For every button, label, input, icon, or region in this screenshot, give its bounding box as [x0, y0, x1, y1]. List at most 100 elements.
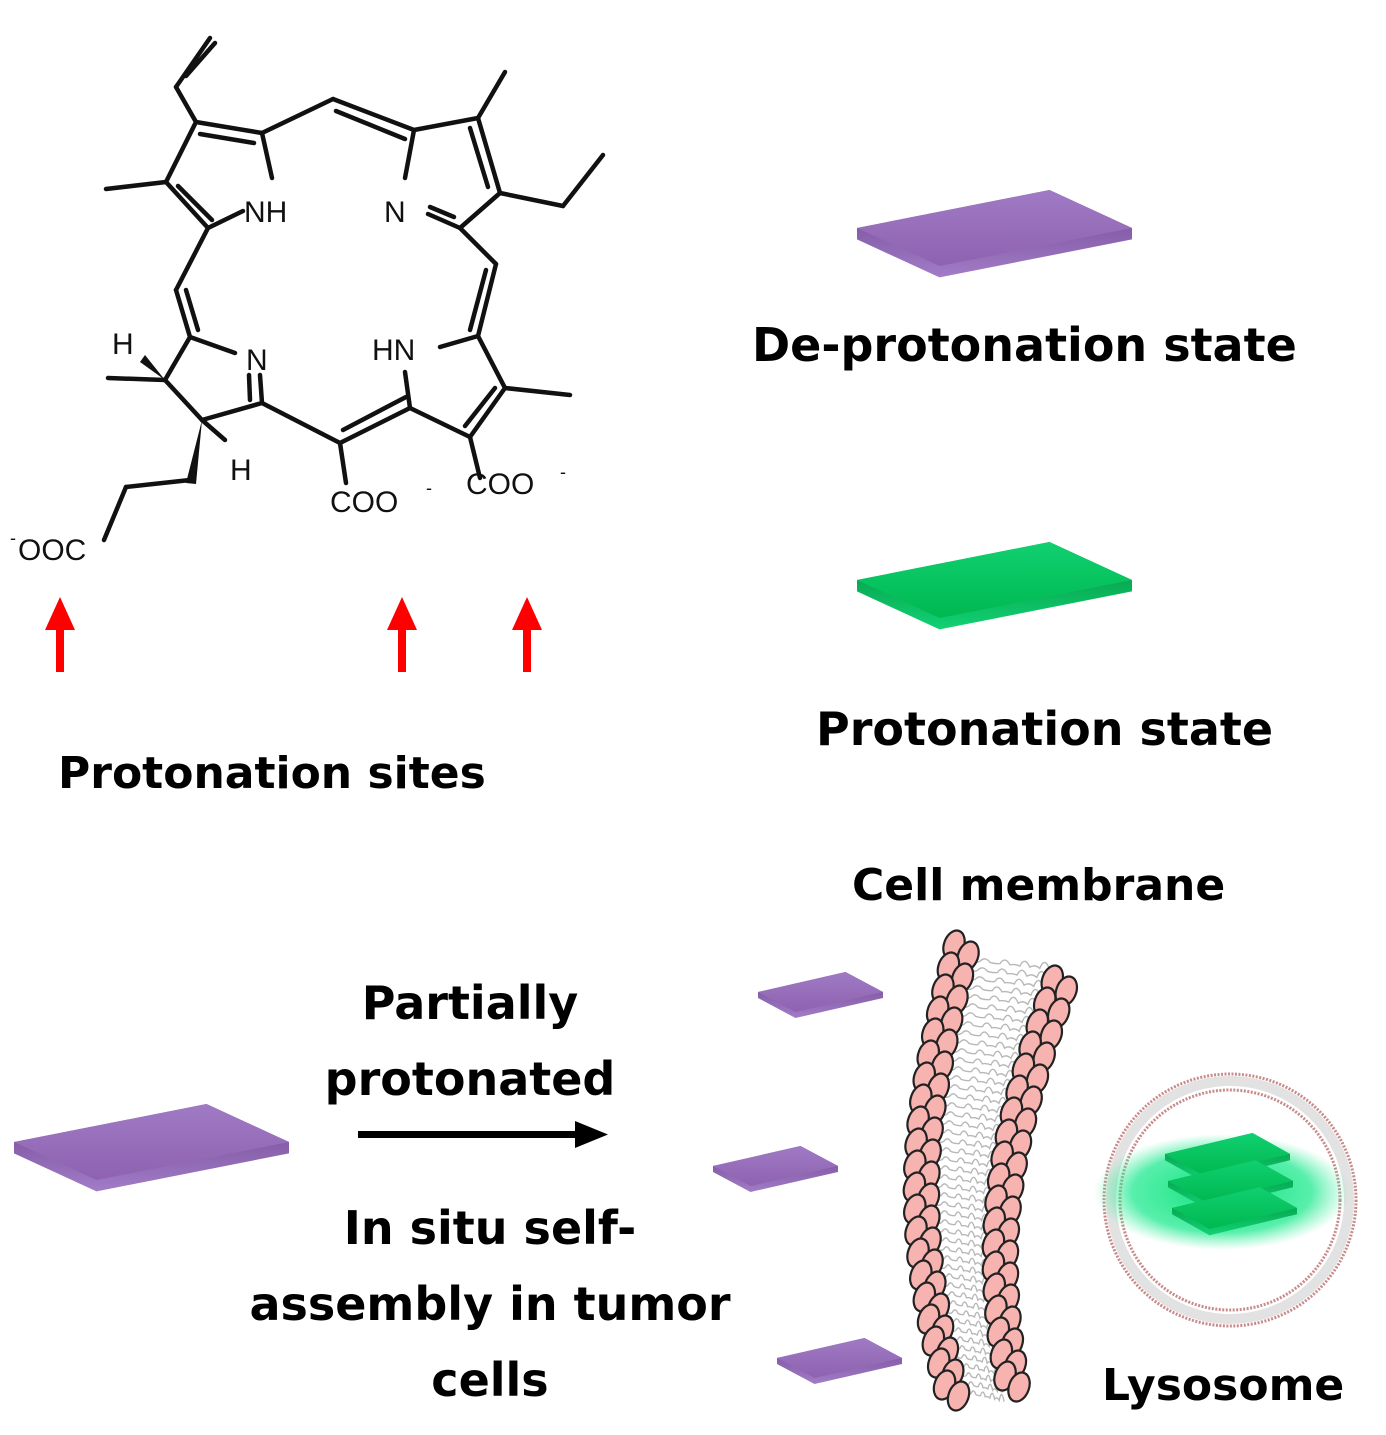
- lipid-head: [1046, 997, 1071, 1029]
- lipid-head: [918, 1226, 942, 1258]
- below-arrow-line-3: cells: [431, 1353, 549, 1407]
- lysosome: [1094, 1072, 1358, 1328]
- lipid-head: [1007, 1371, 1031, 1403]
- lipid-head: [923, 1094, 947, 1126]
- lipid-head: [935, 1336, 960, 1368]
- lipid-tail: [934, 1156, 995, 1168]
- atom-ooc-left: OOC: [18, 534, 86, 567]
- lipid-tail: [950, 1327, 994, 1340]
- atom-n-top: N: [384, 196, 406, 229]
- lipid-tail: [958, 1003, 1035, 1015]
- lipid-head: [912, 1061, 937, 1093]
- lipid-head: [921, 1325, 946, 1357]
- lipid-tail: [956, 1012, 1032, 1024]
- protonation-state-label: Protonation state: [816, 702, 1274, 756]
- lipid-tail: [936, 1129, 1000, 1141]
- lipid-tail: [934, 1210, 989, 1222]
- stacked-sheet-2: [1168, 1160, 1293, 1209]
- lipid-head: [908, 1259, 933, 1291]
- charge-coo-middle: -: [426, 478, 432, 498]
- lipid-head: [993, 1360, 1017, 1392]
- lipid-tail: [942, 1084, 1011, 1096]
- lipid-head: [982, 1206, 1007, 1238]
- lipid-head: [920, 1116, 944, 1148]
- lipid-head: [917, 1160, 941, 1192]
- lipid-head: [906, 1237, 930, 1269]
- stacked-sheet-3: [1172, 1187, 1297, 1236]
- lipid-head: [903, 1149, 927, 1181]
- lipid-head: [918, 1138, 942, 1170]
- lipid-head: [942, 929, 966, 961]
- lipid-head: [925, 995, 950, 1027]
- lipid-tail: [952, 1336, 996, 1349]
- lipid-head: [1018, 1030, 1042, 1062]
- lipid-tail: [935, 1228, 989, 1241]
- lipid-head: [989, 1338, 1014, 1370]
- lipid-tail: [965, 976, 1045, 988]
- lipid-tail: [941, 1282, 990, 1295]
- lipid-head: [904, 1127, 928, 1159]
- lipid-tail: [937, 1255, 989, 1268]
- lipid-tail: [935, 1138, 998, 1150]
- lipid-head: [950, 962, 975, 994]
- lipid-tail: [934, 1174, 993, 1186]
- lipid-head: [909, 1083, 933, 1115]
- protonation-sites-label: Protonation sites: [58, 748, 486, 799]
- lipid-tail: [937, 1120, 1002, 1132]
- lipid-head: [945, 984, 969, 1016]
- lipid-head: [998, 1305, 1022, 1337]
- charge-ooc-left: -: [10, 528, 16, 548]
- lipid-tail: [969, 958, 1051, 970]
- lipid-head: [1003, 1349, 1028, 1381]
- process-arrow: [358, 1121, 608, 1148]
- atom-coo-middle: COO: [330, 486, 398, 519]
- lipid-head: [940, 1358, 965, 1390]
- lipid-head: [906, 1105, 930, 1137]
- lipid-head: [1000, 1173, 1025, 1205]
- lipid-head: [931, 973, 955, 1005]
- lipid-head: [926, 1347, 951, 1379]
- lipid-head: [996, 1283, 1021, 1315]
- lipid-head: [1019, 1085, 1043, 1117]
- lipid-tail: [958, 1363, 1000, 1376]
- lipid-head: [986, 1162, 1011, 1194]
- atom-h-lower: H: [230, 454, 252, 487]
- lipid-head: [916, 1039, 941, 1071]
- protonation-sheet: [857, 542, 1132, 630]
- lipid-tail: [954, 1345, 997, 1358]
- lipid-head: [1025, 1008, 1050, 1040]
- lipid-head: [1040, 964, 1065, 996]
- lipid-head: [916, 1303, 941, 1335]
- lipid-tail: [950, 1039, 1024, 1051]
- process-condition-above: Partially protonated: [300, 965, 640, 1117]
- lipid-head: [926, 1292, 951, 1324]
- lysosome-label: Lysosome: [1102, 1360, 1345, 1411]
- lipid-head: [902, 1193, 927, 1225]
- lipid-head: [946, 1380, 971, 1412]
- lipid-tail: [944, 1300, 991, 1313]
- lipid-tail: [960, 1372, 1002, 1385]
- protonation-arrow-3: [512, 597, 542, 672]
- lipid-head: [920, 1248, 944, 1280]
- lipid-head: [1005, 1074, 1029, 1106]
- lipid-head: [990, 1140, 1014, 1172]
- lipid-head: [936, 951, 961, 983]
- lipid-tail: [936, 1246, 989, 1259]
- above-arrow-line-2: protonated: [324, 1052, 616, 1106]
- membrane-sheet-1: [758, 972, 883, 1018]
- lipid-tail: [940, 1093, 1008, 1105]
- lipid-head: [1004, 1151, 1028, 1183]
- below-arrow-line-2: assembly in tumor: [249, 1277, 731, 1331]
- lipid-head: [1054, 975, 1079, 1007]
- cell-membrane-label: Cell membrane: [852, 860, 1226, 911]
- lipid-head: [1025, 1063, 1050, 1095]
- lipid-head: [926, 1072, 951, 1104]
- lipid-tail: [948, 1318, 993, 1331]
- lipid-head: [981, 1250, 1006, 1282]
- lipid-head: [912, 1281, 937, 1313]
- lipid-head: [939, 1006, 964, 1038]
- lipid-head: [1039, 1019, 1064, 1051]
- lipid-head: [995, 1239, 1020, 1271]
- lipid-tail: [963, 1381, 1003, 1394]
- lipid-head: [998, 1195, 1022, 1227]
